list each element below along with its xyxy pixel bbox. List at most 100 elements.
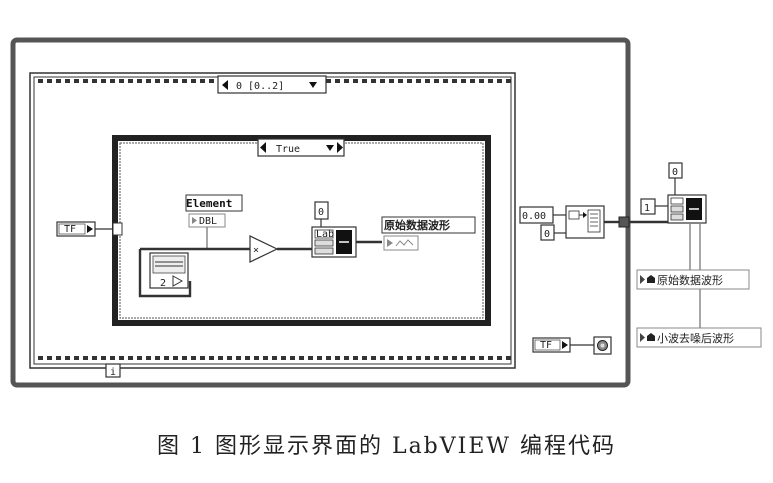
input-terminal-icon: [640, 333, 645, 342]
element-control[interactable]: Element DBL: [185, 194, 243, 228]
index-constant-top[interactable]: 0: [668, 162, 683, 179]
sprocket-hole: [74, 356, 79, 360]
prop-original-label: 原始数据波形: [657, 273, 723, 287]
sprocket-hole: [218, 356, 223, 360]
output-terminal-icon: [172, 275, 184, 287]
sprocket-hole: [173, 356, 178, 360]
sprocket-hole: [74, 79, 79, 83]
sprocket-hole: [92, 356, 97, 360]
sprocket-hole: [119, 79, 124, 83]
index-constant[interactable]: 0: [314, 201, 329, 220]
case-selector-terminal: [112, 222, 123, 236]
output-terminal-icon: [562, 341, 568, 349]
sprocket-hole: [128, 356, 133, 360]
property-node-denoised[interactable]: 小波去噪后波形: [636, 327, 762, 348]
svg-text:×: ×: [253, 245, 259, 256]
sprocket-hole: [101, 356, 106, 360]
increment-arrow-icon: [337, 142, 343, 153]
sprocket-hole: [362, 356, 367, 360]
sprocket-hole: [389, 356, 394, 360]
input-terminal-icon: [387, 239, 393, 247]
sprocket-hole: [308, 356, 313, 360]
numeric-constant[interactable]: 0.00: [519, 206, 554, 224]
sprocket-hole: [38, 356, 43, 360]
sprocket-hole: [182, 356, 187, 360]
sprocket-hole: [506, 356, 511, 360]
sprocket-hole: [434, 356, 439, 360]
sprocket-hole: [389, 79, 394, 83]
wire-element-to-multiply: [206, 227, 250, 250]
sprocket-hole: [461, 356, 466, 360]
sprocket-hole: [191, 79, 196, 83]
sprocket-hole: [38, 79, 43, 83]
sprocket-hole: [101, 79, 106, 83]
sprocket-hole: [371, 79, 376, 83]
sprocket-hole: [398, 79, 403, 83]
sprocket-hole: [263, 356, 268, 360]
sprocket-hole: [56, 79, 61, 83]
index-constant-one-value: 1: [644, 203, 650, 214]
tf-control-label: TF: [64, 224, 76, 235]
sprocket-hole: [443, 79, 448, 83]
sprocket-hole: [326, 79, 331, 83]
index-array-node[interactable]: [667, 194, 707, 224]
sprocket-hole: [407, 79, 412, 83]
build-array-node[interactable]: Lab: [311, 226, 357, 258]
array-subvi[interactable]: 2: [149, 252, 189, 289]
while-loop-frame: [10, 37, 631, 388]
sprocket-hole: [335, 79, 340, 83]
bundle-node[interactable]: [565, 205, 605, 239]
sprocket-hole: [326, 356, 331, 360]
property-node-original[interactable]: 原始数据波形: [636, 269, 750, 290]
waveform-graph-indicator[interactable]: 原始数据波形: [381, 216, 476, 251]
index-constant-value: 0: [318, 207, 324, 218]
sprocket-hole: [461, 79, 466, 83]
zero-constant[interactable]: 0: [540, 224, 555, 241]
case-selector[interactable]: True: [257, 138, 345, 157]
build-array-label: Lab: [316, 229, 334, 240]
prop-denoised-label: 小波去噪后波形: [657, 332, 734, 345]
sprocket-hole: [497, 79, 502, 83]
sprocket-hole: [470, 356, 475, 360]
sprocket-hole: [110, 356, 115, 360]
figure-caption: 图 1 图形显示界面的 LabVIEW 编程代码: [156, 434, 617, 459]
sprocket-hole: [119, 356, 124, 360]
index-constant-one[interactable]: 1: [640, 198, 656, 215]
chevron-down-icon: [309, 82, 317, 88]
numeric-constant-value: 0.00: [522, 211, 546, 222]
sprocket-hole: [452, 356, 457, 360]
stop-terminal[interactable]: [593, 336, 612, 355]
stop-tf-control[interactable]: TF: [532, 337, 571, 353]
case-selector-label: True: [276, 144, 300, 155]
sprocket-hole: [200, 356, 205, 360]
sprocket-hole: [290, 356, 295, 360]
sprocket-hole: [299, 356, 304, 360]
sequence-selector[interactable]: 0 [0..2]: [217, 75, 327, 94]
sprocket-hole: [443, 356, 448, 360]
sprocket-hole: [353, 356, 358, 360]
sprocket-hole: [200, 79, 205, 83]
sprocket-hole: [155, 79, 160, 83]
tf-control[interactable]: TF: [56, 221, 96, 237]
sprocket-hole: [479, 356, 484, 360]
sprocket-hole: [245, 356, 250, 360]
sprocket-hole: [164, 356, 169, 360]
sprocket-hole: [47, 356, 52, 360]
sprocket-hole: [407, 356, 412, 360]
multiply-function[interactable]: ×: [249, 235, 279, 263]
sprocket-hole: [227, 356, 232, 360]
sprocket-hole: [155, 356, 160, 360]
loop-iteration-terminal: i: [105, 363, 121, 378]
sprocket-hole: [479, 79, 484, 83]
zero-constant-value: 0: [544, 229, 550, 240]
array-icon: [155, 261, 183, 267]
sprocket-hole: [344, 79, 349, 83]
graph-name: 原始数据波形: [384, 218, 450, 232]
sprocket-hole: [47, 79, 52, 83]
element-type: DBL: [199, 216, 217, 227]
sprocket-hole: [83, 79, 88, 83]
decrement-arrow-icon: [260, 142, 266, 153]
sprocket-hole: [380, 356, 385, 360]
chevron-down-icon: [326, 145, 334, 151]
